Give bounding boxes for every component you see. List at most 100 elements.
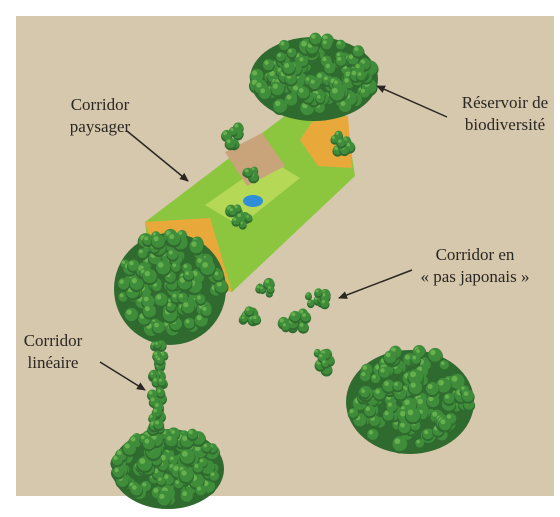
tree-highlight bbox=[273, 84, 278, 89]
tree-highlight bbox=[337, 57, 341, 61]
tree-highlight bbox=[245, 169, 248, 172]
tree-highlight bbox=[183, 264, 187, 268]
tree-canopy bbox=[301, 312, 311, 322]
tree-highlight bbox=[384, 411, 388, 415]
tree-canopy bbox=[290, 311, 300, 321]
tree-highlight bbox=[417, 399, 423, 405]
tree-highlight bbox=[155, 421, 159, 425]
tree-canopy bbox=[371, 374, 381, 384]
tree-highlight bbox=[323, 40, 327, 44]
arrow-lineaire bbox=[100, 362, 145, 390]
tree-highlight bbox=[349, 55, 353, 59]
tree-highlight bbox=[322, 360, 325, 363]
tree-highlight bbox=[336, 132, 339, 135]
tree-highlight bbox=[299, 57, 303, 61]
tree-highlight bbox=[173, 294, 177, 298]
tree-canopy bbox=[156, 356, 164, 364]
tree-canopy bbox=[154, 341, 161, 348]
tree-canopy bbox=[187, 429, 197, 439]
tree-highlight bbox=[424, 430, 428, 434]
tree-highlight bbox=[167, 436, 172, 441]
tree-canopy bbox=[143, 304, 156, 317]
tree-canopy bbox=[297, 86, 309, 98]
tree-highlight bbox=[361, 372, 365, 376]
tree-canopy bbox=[123, 442, 136, 455]
tree-canopy bbox=[423, 429, 433, 439]
tree-highlight bbox=[308, 300, 311, 303]
tree-canopy bbox=[279, 40, 289, 50]
tree-highlight bbox=[182, 436, 187, 441]
tree-canopy bbox=[315, 288, 323, 296]
tree-highlight bbox=[197, 296, 201, 300]
tree-highlight bbox=[306, 77, 310, 81]
tree-highlight bbox=[361, 89, 365, 93]
tree-canopy bbox=[118, 278, 129, 289]
tree-highlight bbox=[113, 456, 117, 460]
tree-highlight bbox=[322, 57, 326, 61]
tree-highlight bbox=[416, 349, 420, 353]
tree-highlight bbox=[185, 319, 189, 323]
tree-highlight bbox=[197, 487, 201, 491]
tree-canopy bbox=[143, 269, 157, 283]
label-corridor-lineaire: Corridor linéaire bbox=[8, 330, 98, 374]
tree-highlight bbox=[117, 451, 122, 456]
tree-highlight bbox=[299, 88, 304, 93]
tree-canopy bbox=[130, 483, 142, 495]
tree-canopy bbox=[406, 407, 421, 422]
label-corridor-pas-japonais: Corridor en « pas japonais » bbox=[400, 244, 550, 288]
tree-canopy bbox=[112, 455, 123, 466]
tree-highlight bbox=[120, 293, 124, 297]
tree-canopy bbox=[316, 94, 325, 103]
tree-canopy bbox=[138, 248, 148, 258]
tree-highlight bbox=[191, 241, 196, 246]
tree-canopy bbox=[336, 40, 346, 50]
tree-highlight bbox=[156, 294, 161, 299]
tree-canopy bbox=[348, 408, 358, 418]
tree-canopy bbox=[309, 78, 320, 89]
tree-highlight bbox=[350, 409, 354, 413]
tree-canopy bbox=[171, 262, 181, 272]
tree-highlight bbox=[356, 64, 360, 68]
tree-highlight bbox=[155, 342, 158, 345]
tree-canopy bbox=[259, 87, 271, 99]
tree-highlight bbox=[153, 378, 157, 382]
tree-highlight bbox=[144, 236, 148, 240]
tree-highlight bbox=[151, 398, 155, 402]
tree-highlight bbox=[324, 76, 328, 80]
tree-highlight bbox=[394, 438, 400, 444]
tree-highlight bbox=[169, 234, 174, 239]
tree-highlight bbox=[464, 391, 469, 396]
tree-highlight bbox=[175, 480, 179, 484]
tree-highlight bbox=[234, 124, 238, 128]
tree-highlight bbox=[311, 80, 315, 84]
tree-canopy bbox=[252, 315, 261, 324]
tree-canopy bbox=[462, 390, 474, 402]
tree-highlight bbox=[132, 278, 137, 283]
tree-highlight bbox=[416, 440, 419, 443]
label-corridor-paysager: Corridor paysager bbox=[40, 94, 160, 138]
tree-canopy bbox=[360, 87, 370, 97]
tree-canopy bbox=[411, 354, 421, 364]
tree-highlight bbox=[223, 131, 227, 135]
tree-highlight bbox=[230, 208, 233, 211]
tree-highlight bbox=[145, 306, 150, 311]
tree-highlight bbox=[153, 236, 158, 241]
tree-highlight bbox=[182, 491, 187, 496]
tree-highlight bbox=[237, 213, 241, 217]
tree-canopy bbox=[193, 463, 203, 473]
tree-canopy bbox=[305, 292, 311, 298]
tree-highlight bbox=[158, 477, 161, 480]
tree-highlight bbox=[445, 395, 449, 399]
tree-highlight bbox=[170, 457, 174, 461]
arrow-reservoir bbox=[377, 86, 447, 117]
tree-highlight bbox=[332, 88, 338, 94]
tree-highlight bbox=[230, 128, 233, 131]
tree-highlight bbox=[405, 355, 410, 360]
tree-highlight bbox=[288, 49, 292, 53]
tree-canopy bbox=[156, 260, 170, 274]
tree-highlight bbox=[235, 205, 238, 208]
tree-canopy bbox=[180, 449, 195, 464]
tree-highlight bbox=[122, 261, 125, 264]
tree-highlight bbox=[300, 323, 304, 327]
tree-canopy bbox=[283, 61, 296, 74]
